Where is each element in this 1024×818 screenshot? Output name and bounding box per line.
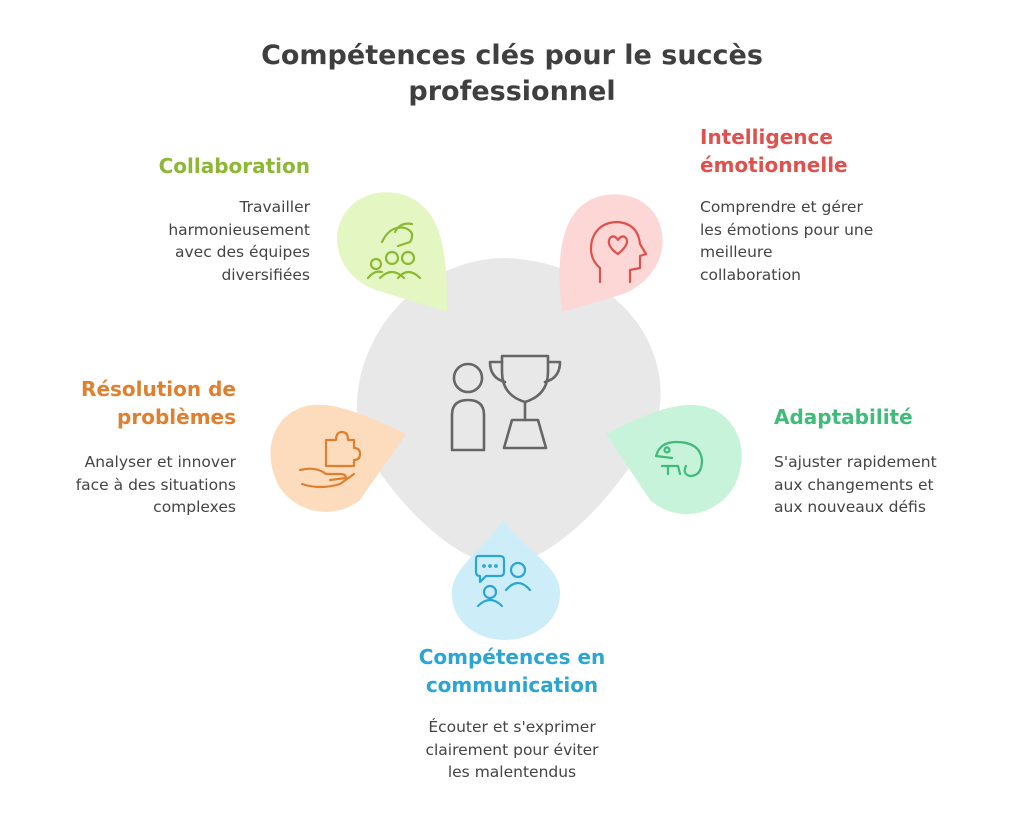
communication-desc-line-2: clairement pour éviter	[425, 740, 599, 759]
resolution-desc-line-1: Analyser et innover	[84, 453, 236, 471]
intelligence-desc-line-2: les émotions pour une	[700, 220, 874, 239]
resolution-desc-line-2: face à des situations	[75, 475, 236, 494]
chameleon-icon	[654, 440, 704, 478]
adaptabilite-title-line-1: Adaptabilité	[774, 405, 913, 429]
communication-desc-line-1: Écouter et s'exprimer	[428, 718, 596, 736]
resolution-desc-line-3: complexes	[153, 498, 236, 516]
collaboration-desc-line-3: avec des équipes	[175, 243, 310, 261]
center-shape	[356, 258, 661, 563]
communication-title-line-1: Compétences en	[418, 645, 606, 669]
head-heart-icon	[589, 220, 648, 284]
chat-people-icon	[474, 554, 532, 608]
resolution-title-line-1: Résolution de	[81, 377, 236, 401]
resolution-description: Analyser et innover face à des situation…	[16, 451, 236, 519]
collaboration-title-line-1: Collaboration	[158, 154, 310, 178]
adaptabilite-drop	[606, 404, 742, 515]
communication-title-line-2: communication	[425, 673, 599, 697]
puzzle-hand-icon	[298, 430, 362, 489]
communication-description: Écouter et s'exprimer clairement pour év…	[372, 716, 652, 784]
title-line-2: professionnel	[408, 76, 616, 108]
intelligence-desc-line-1: Comprendre et gérer	[700, 198, 863, 216]
collaboration-title: Collaboration	[100, 152, 310, 180]
collaboration-desc-line-2: harmonieusement	[168, 220, 310, 239]
resolution-title-line-2: problèmes	[117, 405, 236, 429]
intelligence-title-line-2: émotionnelle	[700, 153, 848, 177]
intelligence-title: Intelligence émotionnelle	[700, 123, 960, 179]
person-trophy-icon	[450, 354, 562, 452]
adaptabilite-desc-line-1: S'ajuster rapidement	[774, 453, 937, 471]
intelligence-desc-line-3: meilleure	[700, 243, 773, 261]
intelligence-description: Comprendre et gérer les émotions pour un…	[700, 196, 940, 286]
collaboration-description: Travailler harmonieusement avec des équi…	[110, 196, 310, 286]
collaboration-desc-line-1: Travailler	[239, 198, 310, 216]
communication-drop	[451, 520, 561, 640]
adaptabilite-title: Adaptabilité	[774, 403, 994, 431]
communication-desc-line-3: les malentendus	[447, 763, 577, 781]
resolution-title: Résolution de problèmes	[20, 375, 236, 431]
adaptabilite-desc-line-3: aux nouveaux défis	[774, 498, 926, 516]
intelligence-drop	[559, 194, 663, 312]
intelligence-desc-line-4: collaboration	[700, 265, 801, 284]
title-line-1: Compétences clés pour le succès	[261, 40, 763, 72]
adaptabilite-description: S'ajuster rapidement aux changements et …	[774, 451, 1004, 519]
intelligence-title-line-1: Intelligence	[700, 125, 833, 149]
team-hands-icon	[366, 222, 422, 280]
communication-title: Compétences en communication	[362, 643, 662, 699]
adaptabilite-desc-line-2: aux changements et	[774, 475, 934, 494]
collaboration-desc-line-4: diversifiées	[221, 265, 310, 284]
page-title: Compétences clés pour le succès professi…	[212, 38, 812, 110]
